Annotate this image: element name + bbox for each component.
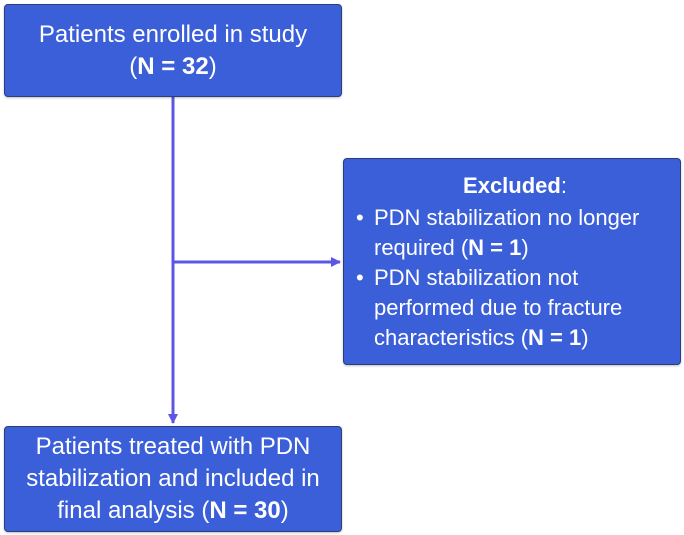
- excluded-count-2-close: ): [581, 325, 589, 350]
- final-count-open: (: [194, 497, 210, 524]
- list-item: PDN stabilization no longer required (N …: [356, 203, 674, 263]
- excluded-count-1: N = 1: [468, 235, 522, 260]
- enrolled-count-line: (N = 32): [129, 51, 216, 83]
- excluded-title-line: Excluded:: [356, 171, 674, 201]
- excluded-count-1-close: ): [521, 235, 529, 260]
- excluded-count-1-open: (: [460, 235, 469, 260]
- enrolled-box: Patients enrolled in study (N = 32): [4, 4, 342, 97]
- excluded-list: PDN stabilization no longer required (N …: [356, 203, 674, 353]
- excluded-title: Excluded: [463, 173, 561, 198]
- excluded-count-2: N = 1: [528, 325, 582, 350]
- excluded-count-2-open: (: [514, 325, 529, 350]
- enrolled-count: N = 32: [137, 52, 209, 80]
- excluded-title-colon: :: [560, 173, 567, 198]
- excluded-reason-2: PDN stabilization not performed due to f…: [374, 265, 623, 350]
- enrolled-count-open: (: [129, 52, 138, 80]
- final-label-line: Patients treated with PDN stabilization …: [5, 431, 341, 527]
- enrolled-label: Patients enrolled in study: [38, 20, 308, 48]
- excluded-box: Excluded: PDN stabilization no longer re…: [343, 158, 681, 365]
- final-count: N = 30: [209, 497, 281, 524]
- excluded-reason-1: PDN stabilization no longer required: [374, 205, 640, 260]
- final-label: Patients treated with PDN stabilization …: [26, 433, 320, 524]
- list-item: PDN stabilization not performed due to f…: [356, 263, 674, 353]
- final-analysis-box: Patients treated with PDN stabilization …: [4, 426, 342, 532]
- final-count-close: ): [280, 497, 289, 524]
- enrolled-count-close: ): [208, 52, 217, 80]
